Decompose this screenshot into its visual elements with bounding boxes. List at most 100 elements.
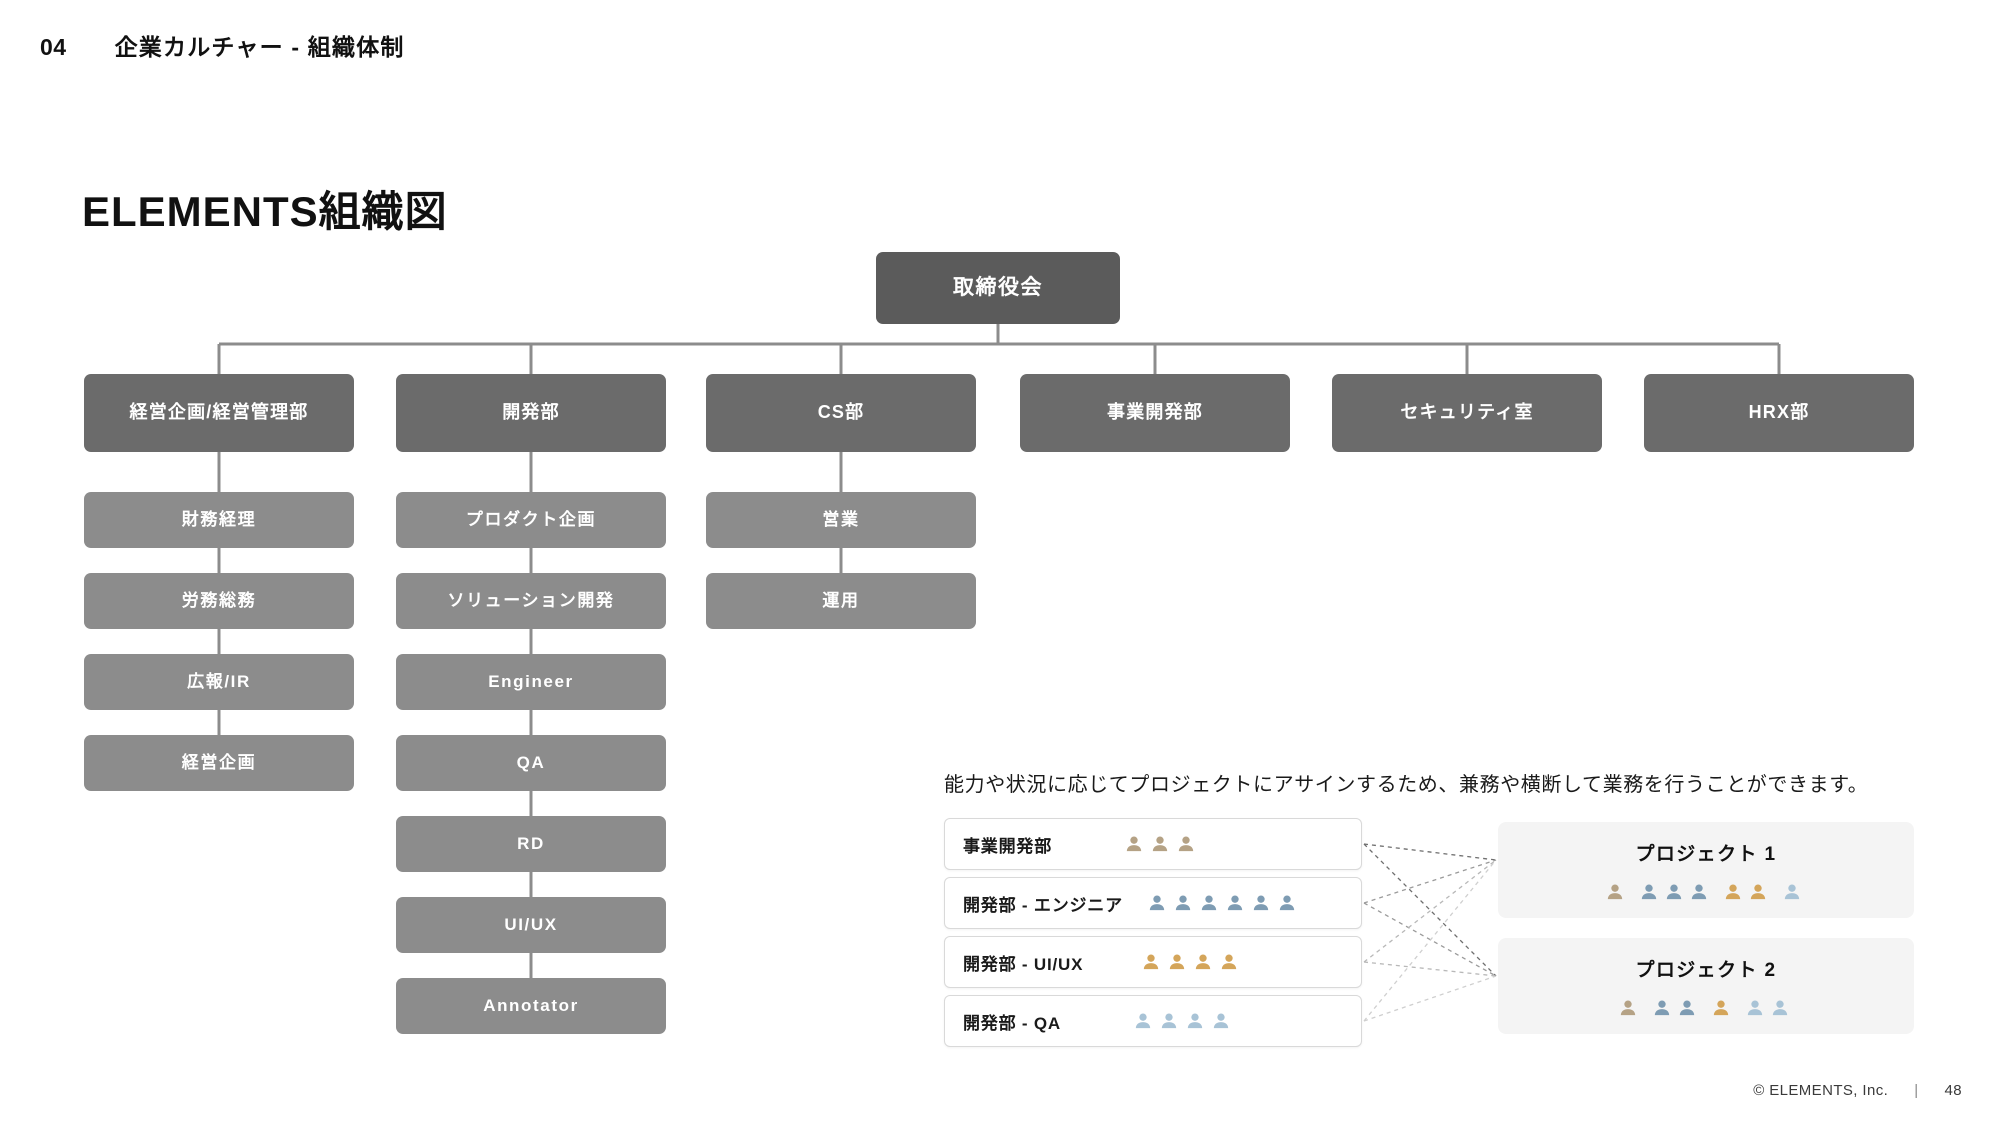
team-card[interactable]: 開発部 - UI/UX bbox=[944, 936, 1362, 988]
assignment-connector bbox=[1363, 843, 1497, 861]
person-icon bbox=[1279, 895, 1295, 911]
assignment-connector bbox=[1363, 859, 1497, 904]
org-node-dept-3[interactable]: 事業開発部 bbox=[1020, 374, 1290, 452]
person-icon bbox=[1175, 895, 1191, 911]
org-node-dept-4-label: セキュリティ室 bbox=[1400, 402, 1534, 423]
org-node-sub-0-0[interactable]: 財務経理 bbox=[84, 492, 354, 548]
person-icon bbox=[1178, 836, 1194, 852]
person-icon bbox=[1750, 884, 1766, 899]
org-node-sub-1-1-label: ソリューション開発 bbox=[447, 590, 615, 610]
team-card[interactable]: 事業開発部 bbox=[944, 818, 1362, 870]
footer-copyright: © ELEMENTS, Inc. bbox=[1753, 1082, 1889, 1099]
org-node-dept-2[interactable]: CS部 bbox=[706, 374, 976, 452]
person-icon bbox=[1713, 1000, 1728, 1015]
assignment-connector bbox=[1363, 961, 1497, 977]
team-member-icons bbox=[1141, 952, 1245, 972]
person-icon bbox=[1152, 836, 1168, 852]
org-node-sub-0-0-label: 財務経理 bbox=[181, 509, 257, 529]
person-icon bbox=[1144, 954, 1159, 970]
org-node-root-label: 取締役会 bbox=[953, 276, 1043, 300]
org-node-sub-1-1[interactable]: ソリューション開発 bbox=[396, 573, 666, 629]
person-icon bbox=[1222, 954, 1237, 970]
team-card-label: 開発部 - エンジニア bbox=[963, 895, 1123, 915]
person-icon bbox=[1227, 895, 1243, 911]
org-node-sub-1-2-label: Engineer bbox=[488, 671, 574, 691]
org-node-sub-1-3[interactable]: QA bbox=[396, 735, 666, 791]
org-node-sub-0-1-label: 労務総務 bbox=[181, 590, 257, 610]
person-icon bbox=[1135, 1013, 1151, 1029]
person-icon bbox=[1187, 1013, 1203, 1029]
org-node-sub-1-0-label: プロダクト企画 bbox=[465, 509, 597, 529]
org-node-sub-2-1-label: 運用 bbox=[822, 590, 860, 610]
org-node-sub-2-0-label: 営業 bbox=[822, 509, 860, 529]
org-node-sub-1-6-label: Annotator bbox=[483, 995, 579, 1015]
team-card-label: 開発部 - QA bbox=[963, 1013, 1062, 1033]
org-node-sub-0-3[interactable]: 経営企画 bbox=[84, 735, 354, 791]
slide-header: 04 企業カルチャー - 組織体制 bbox=[40, 28, 405, 62]
org-node-dept-0-label: 経営企画/経営管理部 bbox=[129, 402, 309, 423]
team-card[interactable]: 開発部 - QA bbox=[944, 995, 1362, 1047]
org-node-sub-1-4-label: RD bbox=[517, 833, 545, 853]
person-icon bbox=[1161, 1013, 1177, 1029]
page-title: ELEMENTS組織図 bbox=[82, 188, 448, 235]
team-member-icons bbox=[1147, 893, 1303, 913]
org-node-root[interactable]: 取締役会 bbox=[876, 252, 1120, 324]
org-node-sub-2-0[interactable]: 営業 bbox=[706, 492, 976, 548]
person-icon bbox=[1213, 1013, 1229, 1029]
org-node-sub-0-2-label: 広報/IR bbox=[187, 671, 251, 691]
org-node-sub-1-5-label: UI/UX bbox=[504, 914, 558, 934]
assignment-connector bbox=[1363, 859, 1497, 1022]
org-node-sub-1-2[interactable]: Engineer bbox=[396, 654, 666, 710]
org-node-sub-1-4[interactable]: RD bbox=[396, 816, 666, 872]
org-node-dept-1-label: 開発部 bbox=[502, 402, 560, 423]
project-box[interactable]: プロジェクト 2 bbox=[1498, 938, 1914, 1034]
footer-page-number: 48 bbox=[1944, 1082, 1962, 1099]
team-member-icons bbox=[1124, 834, 1202, 854]
footer-separator: | bbox=[1914, 1082, 1919, 1099]
assignment-connector bbox=[1363, 859, 1497, 963]
person-icon bbox=[1620, 1000, 1635, 1015]
section-number: 04 bbox=[40, 34, 67, 60]
person-icon bbox=[1607, 884, 1623, 899]
person-icon bbox=[1126, 836, 1142, 852]
project-title: プロジェクト 2 bbox=[1635, 959, 1777, 981]
org-node-sub-1-5[interactable]: UI/UX bbox=[396, 897, 666, 953]
person-icon bbox=[1679, 1000, 1694, 1015]
person-icon bbox=[1747, 1000, 1762, 1015]
org-node-dept-4[interactable]: セキュリティ室 bbox=[1332, 374, 1602, 452]
person-icon bbox=[1201, 895, 1217, 911]
team-card[interactable]: 開発部 - エンジニア bbox=[944, 877, 1362, 929]
person-icon bbox=[1641, 884, 1657, 899]
assignment-caption: 能力や状況に応じてプロジェクトにアサインするため、兼務や横断して業務を行うことが… bbox=[944, 774, 1869, 796]
team-member-icons bbox=[1133, 1011, 1237, 1031]
team-card-label: 開発部 - UI/UX bbox=[963, 954, 1084, 974]
project-box[interactable]: プロジェクト 1 bbox=[1498, 822, 1914, 918]
team-card-label: 事業開発部 bbox=[963, 836, 1052, 856]
org-node-sub-1-6[interactable]: Annotator bbox=[396, 978, 666, 1034]
person-icon bbox=[1654, 1000, 1669, 1015]
org-node-dept-1[interactable]: 開発部 bbox=[396, 374, 666, 452]
person-icon bbox=[1149, 895, 1165, 911]
slide-footer: © ELEMENTS, Inc. | 48 bbox=[1753, 1082, 1962, 1099]
assignment-connector bbox=[1363, 843, 1497, 977]
org-node-sub-1-0[interactable]: プロダクト企画 bbox=[396, 492, 666, 548]
project-member-icons bbox=[1605, 882, 1807, 902]
org-node-dept-0[interactable]: 経営企画/経営管理部 bbox=[84, 374, 354, 452]
person-icon bbox=[1784, 884, 1800, 899]
project-title: プロジェクト 1 bbox=[1635, 843, 1777, 865]
org-node-sub-2-1[interactable]: 運用 bbox=[706, 573, 976, 629]
org-node-sub-0-2[interactable]: 広報/IR bbox=[84, 654, 354, 710]
person-icon bbox=[1253, 895, 1269, 911]
person-icon bbox=[1772, 1000, 1787, 1015]
person-icon bbox=[1725, 884, 1741, 899]
person-icon bbox=[1196, 954, 1211, 970]
person-icon bbox=[1666, 884, 1682, 899]
org-node-dept-2-label: CS部 bbox=[817, 402, 865, 423]
org-node-dept-3-label: 事業開発部 bbox=[1107, 402, 1203, 423]
org-node-dept-5[interactable]: HRX部 bbox=[1644, 374, 1914, 452]
org-node-sub-0-1[interactable]: 労務総務 bbox=[84, 573, 354, 629]
project-member-icons bbox=[1618, 998, 1795, 1018]
